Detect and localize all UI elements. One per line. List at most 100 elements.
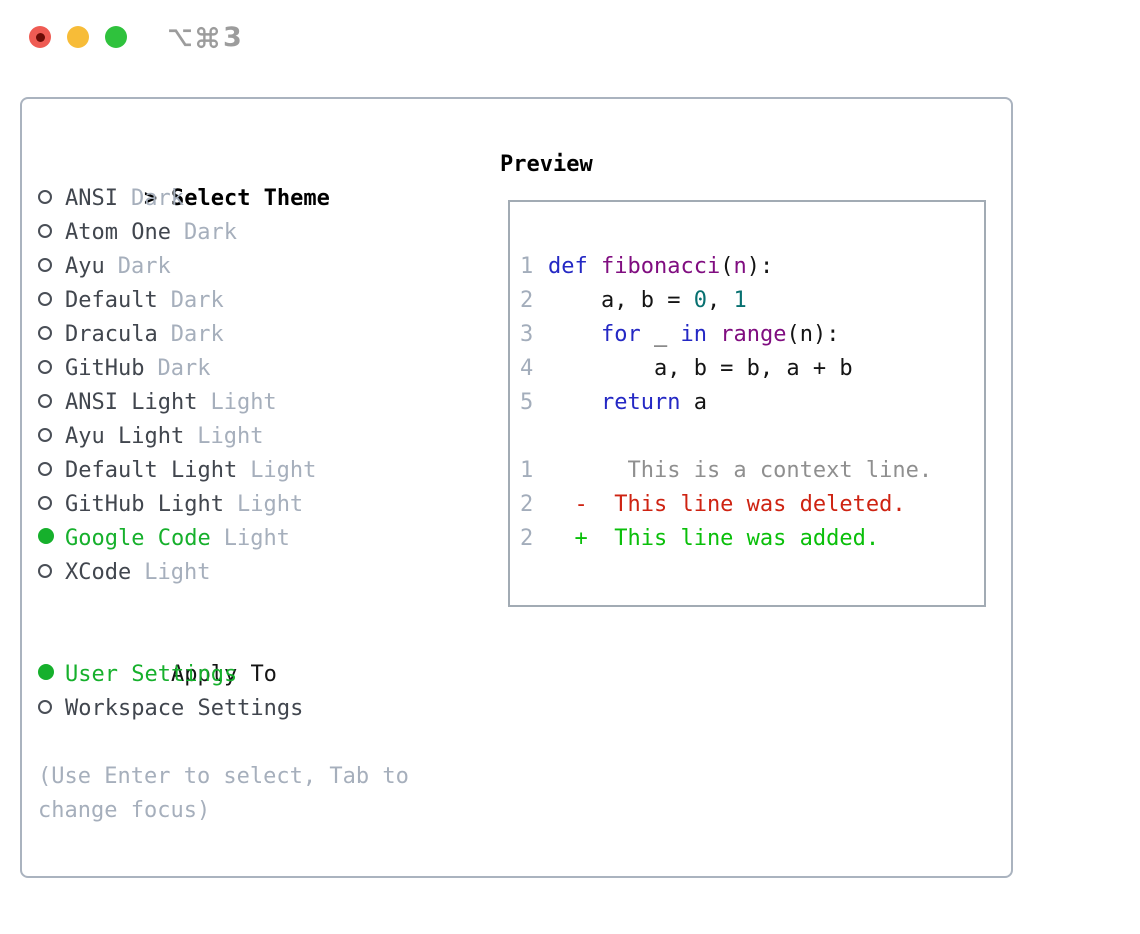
theme-variant-tag: Light	[236, 492, 304, 517]
radio-icon	[38, 318, 65, 352]
preview-line: 2 + This line was added.	[520, 522, 984, 556]
theme-option-github-dark[interactable]: GitHub Dark	[38, 352, 409, 386]
theme-option-label: Default	[65, 288, 158, 313]
command-key-icon	[195, 25, 220, 50]
radio-icon	[38, 488, 65, 522]
preview-line	[520, 420, 984, 454]
shortcut-number: 3	[223, 21, 242, 53]
code-segment: for	[600, 322, 641, 347]
code-segment	[548, 322, 601, 347]
spacer	[38, 590, 409, 624]
theme-option-ayu-dark[interactable]: Ayu Dark	[38, 250, 409, 284]
theme-variant-tag: Light	[250, 458, 317, 483]
theme-option-label: Dracula	[65, 322, 158, 347]
code-segment: _	[640, 322, 681, 347]
radio-icon	[38, 284, 65, 318]
radio-icon	[38, 216, 65, 250]
option-key-icon	[167, 25, 192, 50]
preview-line: 1 This is a context line.	[520, 454, 984, 488]
cursor-chevron-icon: >	[143, 186, 158, 211]
code-segment: return	[600, 390, 681, 415]
code-segment: ):	[746, 254, 774, 279]
theme-option-github-light-light[interactable]: GitHub Light Light	[38, 488, 409, 522]
code-segment	[548, 390, 601, 415]
theme-variant-tag: Light	[197, 424, 264, 449]
theme-variant-tag: Dark	[117, 254, 171, 279]
close-button[interactable]	[29, 26, 51, 48]
code-segment: range	[720, 322, 787, 347]
code-segment: (n):	[786, 322, 840, 347]
line-number: 2	[520, 288, 534, 313]
line-number: 5	[520, 390, 534, 415]
selected-radio-icon	[38, 658, 65, 692]
radio-icon	[38, 454, 65, 488]
theme-option-label: GitHub	[65, 356, 145, 381]
code-segment: def	[548, 254, 588, 279]
code-segment: This is a context line.	[548, 458, 933, 483]
theme-variant-tag: Dark	[170, 288, 224, 313]
window-title: 3	[167, 21, 242, 53]
code-segment: - This line was deleted.	[548, 492, 906, 517]
theme-option-ayu-light-light[interactable]: Ayu Light Light	[38, 420, 409, 454]
zoom-button[interactable]	[105, 26, 127, 48]
theme-option-label: Default Light	[65, 458, 238, 483]
help-text-line-1: (Use Enter to select, Tab to	[38, 764, 409, 789]
line-number: 1	[520, 458, 534, 483]
radio-icon	[38, 692, 65, 726]
radio-icon	[38, 250, 65, 284]
selected-radio-icon	[38, 522, 65, 556]
code-segment: + This line was added.	[548, 526, 880, 551]
line-number: 2	[520, 492, 534, 517]
code-segment: 1	[733, 288, 747, 313]
theme-option-label: Ayu	[65, 254, 105, 279]
radio-icon	[38, 352, 65, 386]
window-controls	[29, 26, 127, 48]
code-segment	[588, 254, 601, 279]
apply-to-heading: Apply To	[38, 624, 409, 687]
apply-option-user-settings[interactable]: User Settings	[38, 658, 409, 692]
apply-option-label: Workspace Settings	[65, 696, 304, 721]
code-segment	[707, 322, 720, 347]
apply-to-heading-label: Apply To	[170, 662, 277, 687]
theme-option-label: GitHub Light	[65, 492, 224, 517]
theme-variant-tag: Dark	[157, 356, 211, 381]
code-segment: a, b =	[548, 288, 694, 313]
help-text-line-2: change focus)	[38, 798, 211, 823]
code-segment: a, b = b, a + b	[548, 356, 853, 381]
theme-option-default-light-light[interactable]: Default Light Light	[38, 454, 409, 488]
theme-option-xcode-light[interactable]: XCode Light	[38, 556, 409, 590]
radio-icon	[38, 420, 65, 454]
theme-option-label: XCode	[65, 560, 132, 585]
code-segment: 0	[693, 288, 707, 313]
apply-option-workspace-settings[interactable]: Workspace Settings	[38, 692, 409, 726]
theme-option-default-dark[interactable]: Default Dark	[38, 284, 409, 318]
code-segment: a	[680, 390, 707, 415]
minimize-button[interactable]	[67, 26, 89, 48]
preview-line: 2 a, b = 0, 1	[520, 284, 984, 318]
theme-variant-tag: Dark	[170, 322, 224, 347]
line-number: 2	[520, 526, 534, 551]
radio-icon	[38, 556, 65, 590]
theme-variant-tag: Light	[223, 526, 290, 551]
select-theme-heading: >Select Theme	[38, 148, 409, 211]
code-segment: n	[733, 254, 747, 279]
code-segment: ,	[706, 288, 734, 313]
preview-line: 5 return a	[520, 386, 984, 420]
line-number: 1	[520, 254, 534, 279]
theme-variant-tag: Light	[144, 560, 211, 585]
theme-option-label: Ayu Light	[65, 424, 185, 449]
preview-heading: Preview	[500, 152, 593, 177]
theme-variant-tag: Dark	[183, 220, 237, 245]
theme-option-dracula-dark[interactable]: Dracula Dark	[38, 318, 409, 352]
theme-variant-tag: Dark	[130, 186, 184, 211]
spacer	[38, 726, 409, 760]
